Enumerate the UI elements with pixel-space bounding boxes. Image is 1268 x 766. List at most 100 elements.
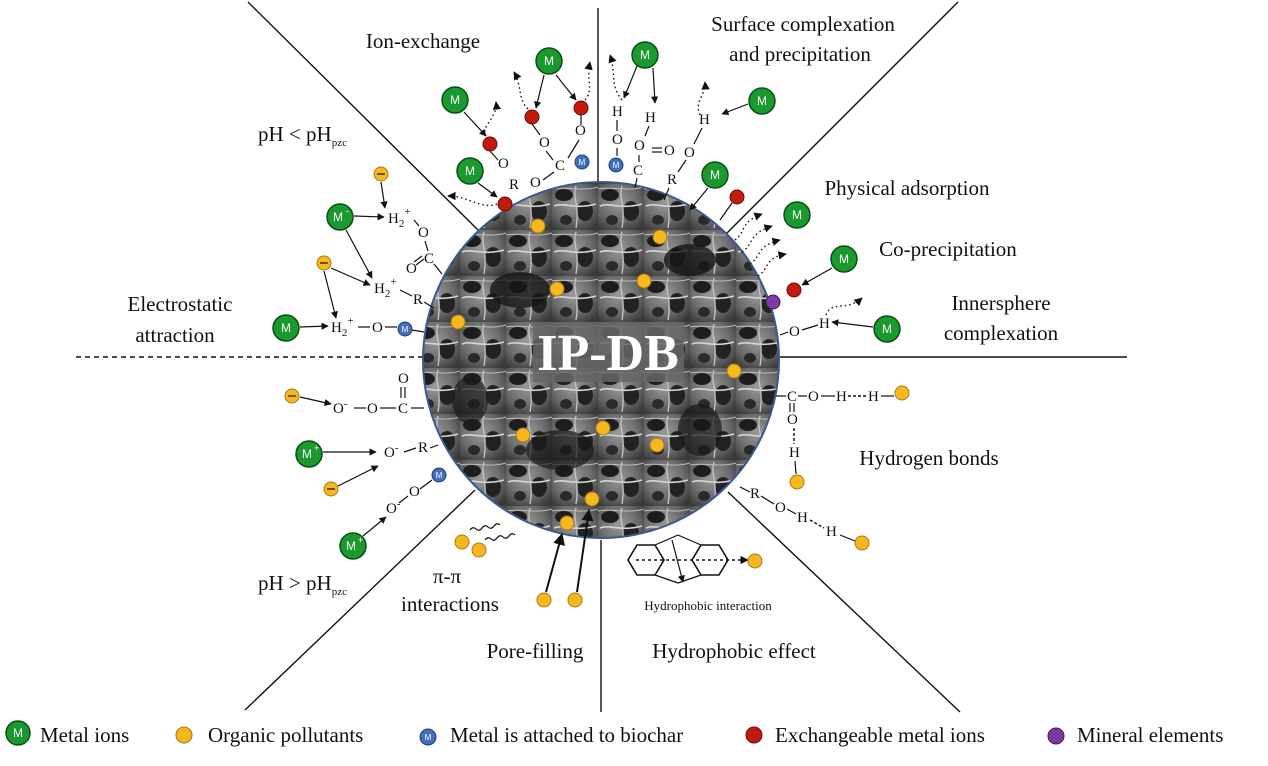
svg-text:O: O [808,389,819,405]
svg-text:M: M [579,158,586,167]
label-innersphere-1: Innersphere [951,291,1050,315]
svg-text:H2+: H2+ [331,315,354,339]
svg-text:Metal is attached to biochar: Metal is attached to biochar [450,723,683,747]
benzene-ring-icon [627,544,665,576]
electrostatic-sector: M - M M H2+ O C O H2+ R H2+ O [272,166,443,342]
ion-exchange-sector: M M M M O R O C O O [441,47,593,212]
exchangeable-ion-dot [786,282,802,298]
svg-text:M: M [13,726,23,740]
svg-text:M: M [882,322,892,336]
svg-text:+: + [358,535,363,545]
svg-text:M: M [425,733,432,742]
svg-text:R: R [667,172,677,188]
label-ion-exchange: Ion-exchange [366,29,480,53]
svg-text:M: M [402,325,409,334]
organic-pollutant-dot [450,314,466,330]
label-co-precipitation: Co-precipitation [879,237,1017,261]
legend-item-metal-ions: M Metal ions [5,720,129,747]
svg-text:C: C [398,401,408,417]
hydrogen-bonds-sector: C O H H O H R O H H [739,385,910,551]
label-pi-pi-2: interactions [401,592,499,616]
metal-ion-icon [272,314,300,342]
exchangeable-ion-dot [497,196,513,212]
svg-text:-: - [346,206,349,216]
svg-text:O: O [409,484,420,500]
svg-text:Mineral elements: Mineral elements [1077,723,1223,747]
legend-item-organic-pollutants: Organic pollutants [175,723,363,747]
metal-ion-icon [783,201,811,229]
svg-text:H: H [819,316,830,332]
metal-ion-icon [535,47,563,75]
ph-conditions: pH < pHpzc pH > pHpzc [258,122,347,598]
svg-text:+: + [314,443,319,453]
svg-text:O: O [775,500,786,516]
metal-ion-icon [701,161,729,189]
metal-ion-icon [830,245,858,273]
organic-pollutant-dot [530,218,546,234]
attached-metal-dot [574,154,590,170]
attached-metal-dot [431,467,447,483]
organic-pollutant-dot [789,474,805,490]
exchangeable-ion-dot [729,189,745,205]
organic-pollutant-dot [454,534,470,550]
attached-metal-dot [397,321,413,337]
label-innersphere-2: complexation [944,321,1059,345]
svg-text:H: H [612,104,623,120]
metal-ion-icon [456,157,484,185]
metal-ion-icon [873,315,901,343]
svg-text:C: C [633,163,643,179]
svg-text:R: R [413,292,423,308]
mineral-element-icon [1047,727,1065,745]
organic-pollutant-dot [559,515,575,531]
svg-text:O: O [575,123,586,139]
svg-text:O: O [664,143,675,159]
organic-pollutant-dot [567,592,583,608]
ph-high-label: pH > pHpzc [258,571,347,598]
svg-text:O: O [406,261,417,277]
organic-pollutant-dot [894,385,910,401]
svg-text:O-: O- [386,498,401,517]
exchangeable-ion-icon [745,726,763,744]
svg-text:H2+: H2+ [388,206,411,230]
organic-pollutant-icon [175,726,193,744]
exchangeable-ion-dot [573,100,589,116]
svg-text:H: H [789,445,800,461]
mechanism-labels: Ion-exchange Surface complexation and pr… [128,12,1059,663]
organic-pollutant-dot [854,535,870,551]
organic-pollutant-dot [747,553,763,569]
organic-pollutant-dot [652,229,668,245]
label-surface-complexation-1: Surface complexation [711,12,895,36]
svg-text:O: O [789,324,800,340]
svg-text:M: M [450,93,460,107]
svg-text:Exchangeable metal ions: Exchangeable metal ions [775,723,985,747]
label-surface-complexation-2: and precipitation [729,42,871,66]
organic-pollutant-dot [536,592,552,608]
svg-text:M: M [302,447,312,461]
svg-text:M: M [613,161,620,170]
svg-text:O: O [498,156,509,172]
svg-text:H: H [836,389,847,405]
legend-item-metal-attached: M Metal is attached to biochar [419,723,683,747]
metal-ion-icon [748,87,776,115]
label-hydrophobic-interaction: Hydrophobic interaction [644,598,772,613]
svg-text:M: M [757,94,767,108]
attached-metal-icon [419,728,437,746]
organic-pollutant-dot [649,437,665,453]
organic-pollutant-dot [636,273,652,289]
svg-text:M: M [544,54,554,68]
metal-ion-icon [631,41,659,69]
svg-text:M: M [465,164,475,178]
svg-text:O: O [367,401,378,417]
svg-text:M: M [346,539,356,553]
label-pore-filling: Pore-filling [487,639,584,663]
co-precipitation-sector: M [765,245,858,310]
svg-text:H: H [797,510,808,526]
svg-text:Organic pollutants: Organic pollutants [208,723,363,747]
svg-text:O: O [372,320,383,336]
metal-ion-icon [326,203,354,231]
organic-pollutant-dot [549,281,565,297]
svg-text:R: R [418,440,428,456]
svg-text:H2+: H2+ [374,276,397,300]
svg-text:M: M [281,321,291,335]
svg-text:C: C [787,389,797,405]
